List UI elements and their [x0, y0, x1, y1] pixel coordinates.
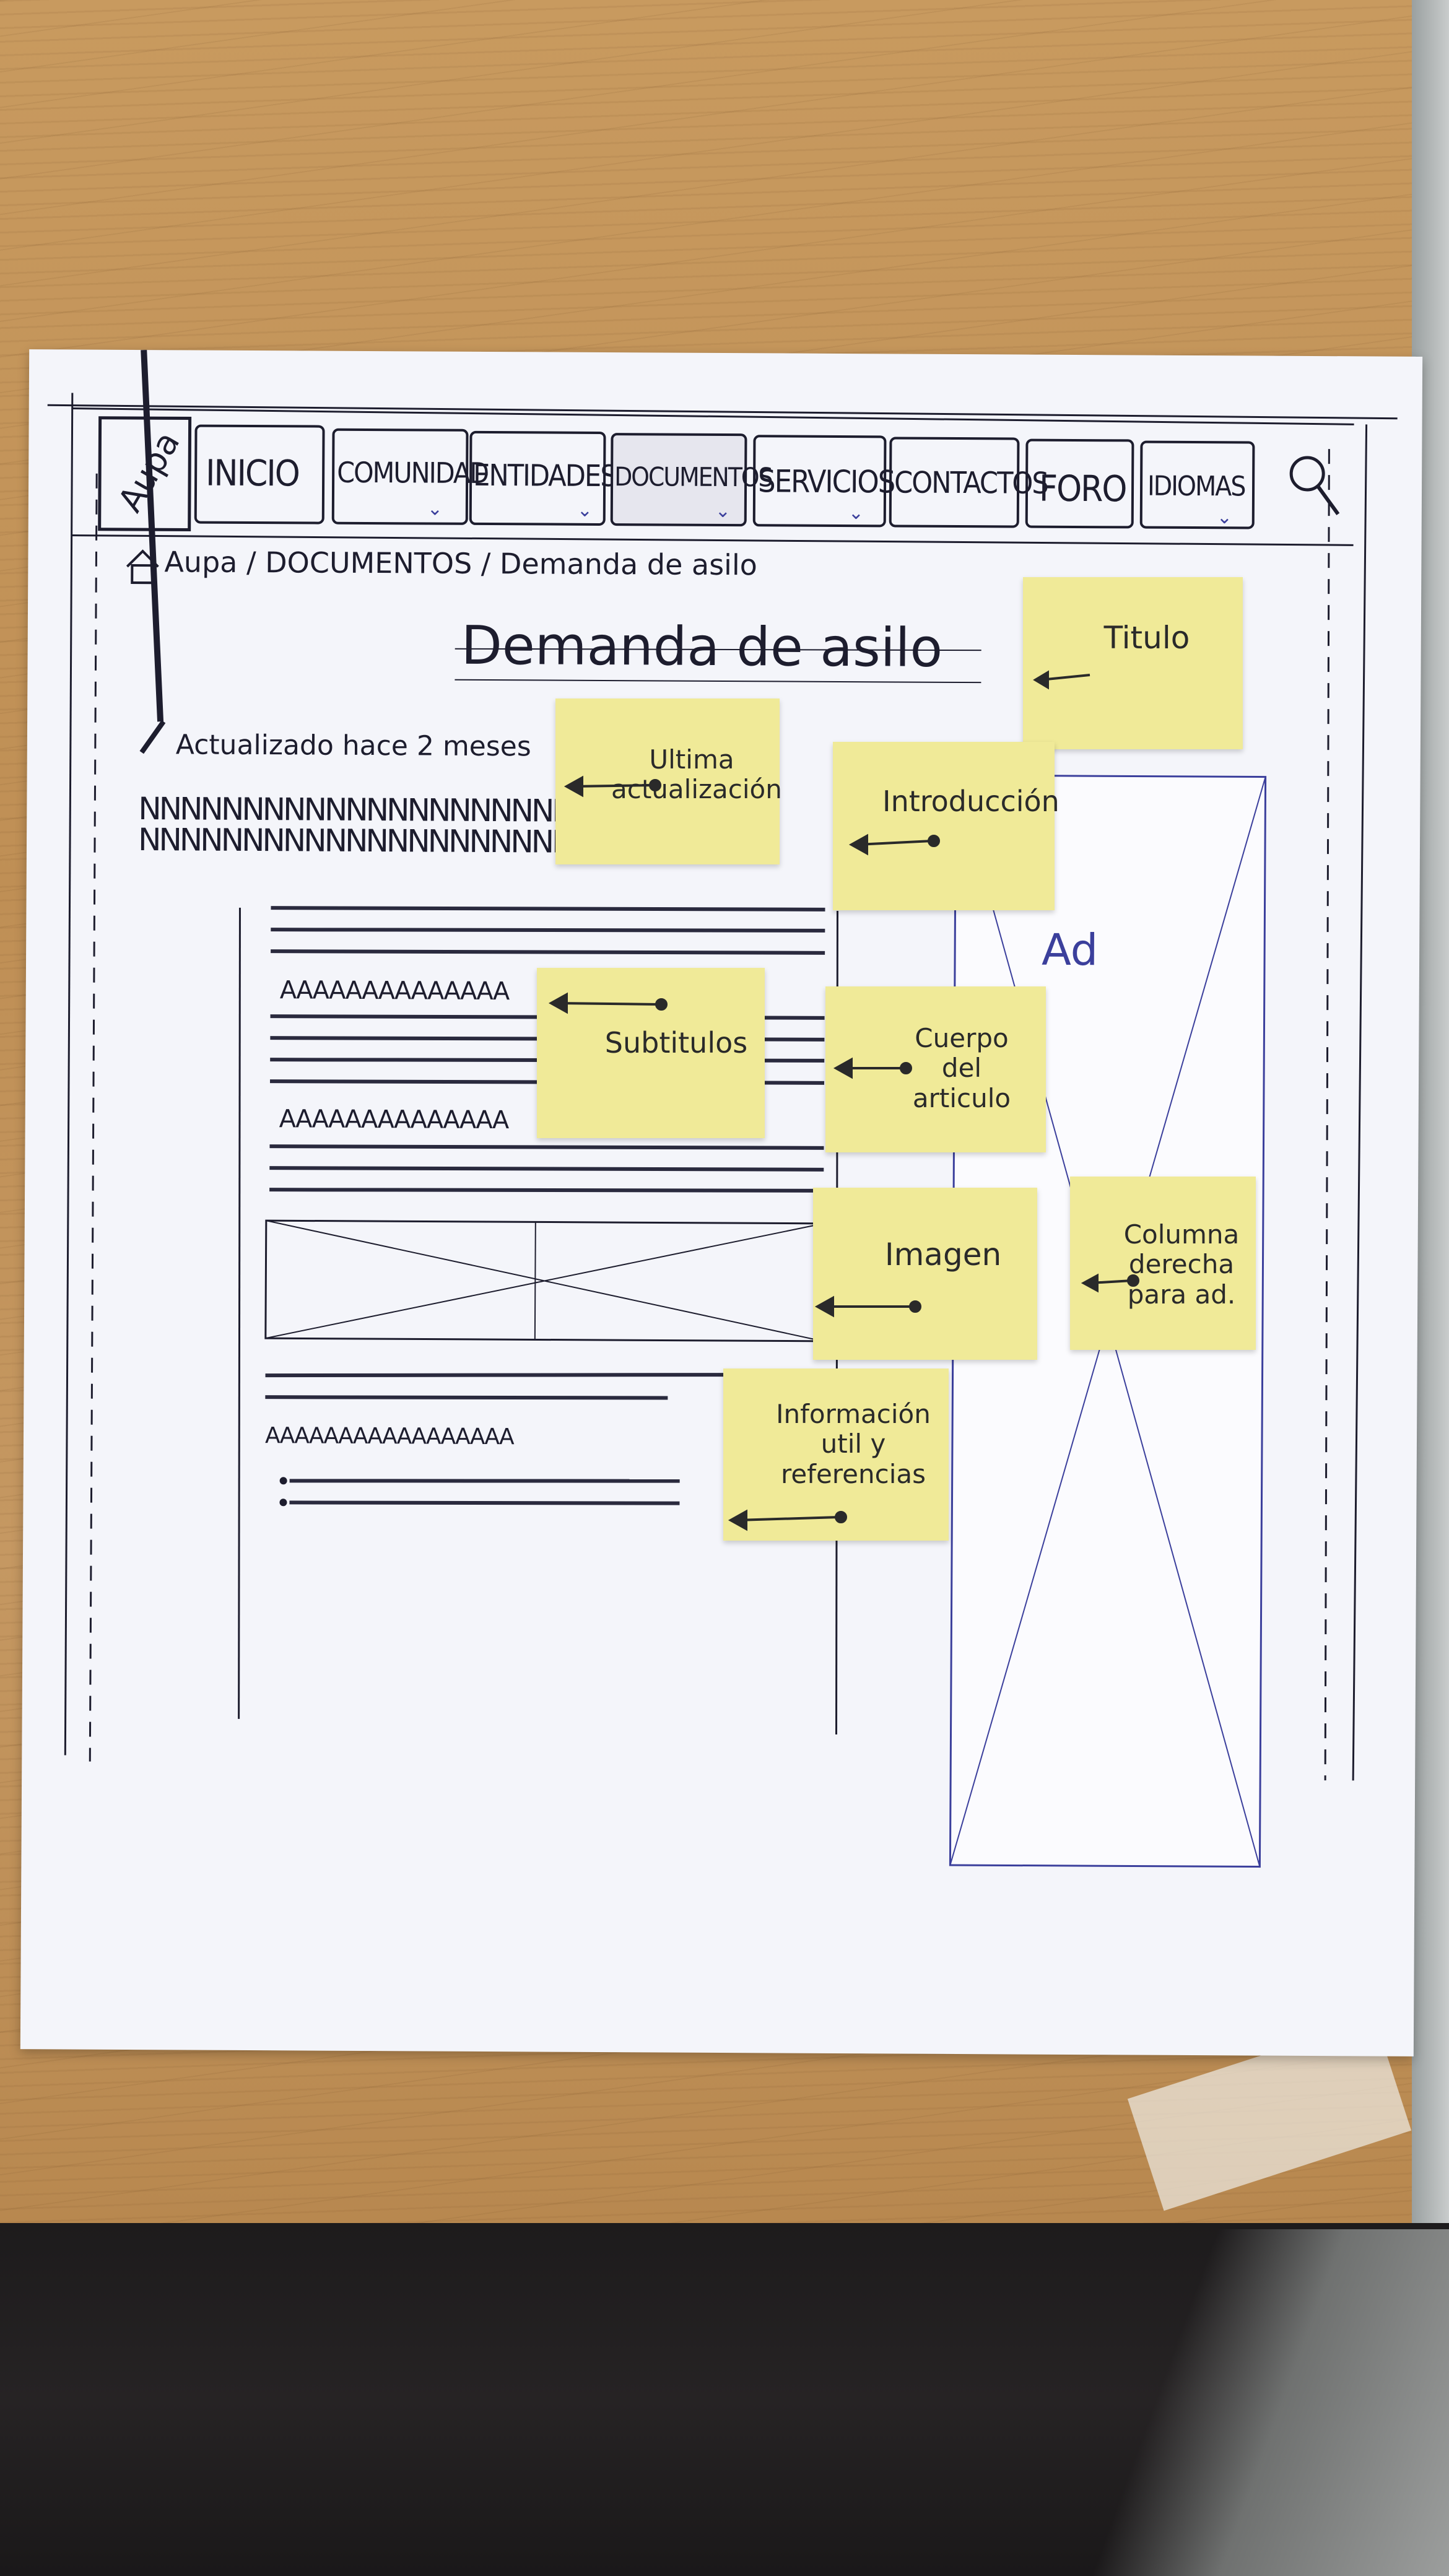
sticky-label: Cuerpo del articulo: [912, 1023, 1011, 1113]
home-icon: [126, 549, 159, 585]
floor-light: [1065, 2229, 1449, 2576]
sticky-label: Titulo: [1103, 620, 1190, 656]
sticky-note-subtitulos: Subtitulos: [537, 968, 765, 1138]
sticky-note-columna: Columna derecha para ad.: [1070, 1177, 1256, 1350]
sticky-label: Imagen: [884, 1237, 1002, 1273]
sticky-note-informacion: Información util y referencias: [723, 1368, 949, 1541]
sticky-note-titulo: Titulo: [1023, 577, 1243, 749]
sticky-label: Ultima actualización: [611, 744, 782, 805]
sticky-label: Subtitulos: [604, 1026, 748, 1060]
search-icon: [1289, 456, 1340, 515]
sticky-note-ultima: Ultima actualización: [555, 698, 782, 864]
sticky-label: Información util y referencias: [776, 1399, 931, 1489]
sticky-label: Introducción: [882, 785, 1060, 818]
sticky-note-introduccion: Introducción: [833, 742, 1060, 910]
pencil-icon: [139, 349, 166, 754]
sticky-note-imagen: Imagen: [813, 1188, 1037, 1360]
